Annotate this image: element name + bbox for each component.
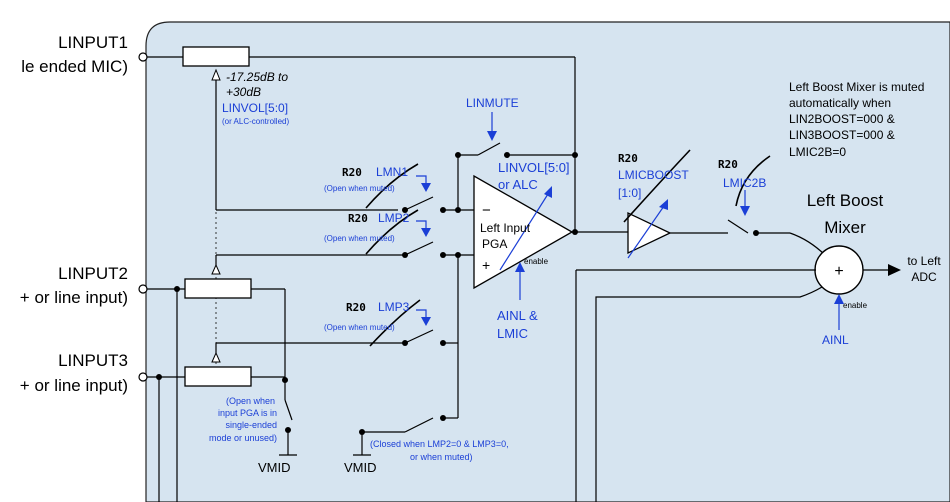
mute-note-line2: automatically when xyxy=(789,96,891,110)
linvol-note: (or ALC-controlled) xyxy=(222,117,289,126)
linmute-control xyxy=(487,112,497,141)
input-pga-triangle xyxy=(473,174,574,290)
mixer-plus: + xyxy=(834,263,843,280)
pga-label-line2: PGA xyxy=(482,237,507,251)
pga-ctrl-line1: LINVOL[5:0] xyxy=(498,160,570,175)
linput1-pga-resistor xyxy=(182,46,250,67)
boost-reg: R20 xyxy=(618,152,638,165)
lmn1-reg: R20 xyxy=(342,166,362,179)
lmp3-switch xyxy=(402,329,458,346)
linput1-wiring xyxy=(138,46,576,232)
mute-note-line5: LMIC2B=0 xyxy=(789,145,846,159)
linput1-label: LINPUT1 xyxy=(58,33,128,52)
linmute-label: LINMUTE xyxy=(466,96,519,110)
pga-minus: − xyxy=(482,202,491,219)
lmp3-note: (Open when muted) xyxy=(324,323,395,332)
linput3-subtitle: + or line input) xyxy=(20,376,128,395)
boost-gain-arrow xyxy=(627,199,668,259)
lmp3-control xyxy=(416,309,431,326)
mixer-output-line2: ADC xyxy=(911,270,937,284)
lmn1-label: LMN1 xyxy=(376,165,408,179)
linput1-subtitle: le ended MIC) xyxy=(21,57,128,76)
panel-background xyxy=(145,21,950,502)
lmp3-label: LMP3 xyxy=(378,300,410,314)
mixer-input-3 xyxy=(595,286,823,502)
lmic2b-control xyxy=(740,190,750,216)
pga-range-line1: -17.25dB to xyxy=(226,70,288,84)
closed-note-line1: (Closed when LMP2=0 & LMP3=0, xyxy=(370,439,509,449)
lmp2-label: LMP2 xyxy=(378,211,410,225)
lmp2-reg: R20 xyxy=(348,212,368,225)
mixer-enable: enable xyxy=(843,301,868,310)
adc-arrow xyxy=(888,264,901,276)
closed-note-line2: or when muted) xyxy=(410,452,473,462)
vmid-switch-right xyxy=(353,415,458,456)
pga-enable-src1: AINL & xyxy=(497,308,538,323)
lmic2b-label: LMIC2B xyxy=(723,176,766,190)
linput3-boost-resistor xyxy=(184,366,252,387)
vmid-label-right: VMID xyxy=(344,460,377,475)
pga-label-line1: Left Input xyxy=(480,221,531,235)
pga-gain-arrow xyxy=(499,186,552,271)
mixer-title-line1: Left Boost xyxy=(807,191,884,210)
strike-marks xyxy=(365,149,771,347)
linput2-boost-resistor xyxy=(184,278,252,299)
mixer-output-line1: to Left xyxy=(907,254,941,268)
linput3-label: LINPUT3 xyxy=(58,351,128,370)
pga-enable-src2: LMIC xyxy=(497,326,528,341)
vmid-note-line2: input PGA is in xyxy=(218,408,277,418)
vmid-note-line3: single-ended xyxy=(225,420,277,430)
mixer-input-2 xyxy=(575,269,816,502)
pga-plus: + xyxy=(482,257,490,273)
linmute-switch xyxy=(455,142,578,210)
lmp2-control xyxy=(416,220,431,237)
lmn1-switch xyxy=(402,196,480,213)
linvol-label: LINVOL[5:0] xyxy=(222,101,288,115)
linput2-subtitle: + or line input) xyxy=(20,288,128,307)
mixer-enable-arrow xyxy=(834,294,844,330)
boost-label-line2: [1:0] xyxy=(618,186,641,200)
lmic2b-reg: R20 xyxy=(718,158,738,171)
lmn1-note: (Open when muted) xyxy=(324,184,395,193)
mixer-title-line2: Mixer xyxy=(824,218,866,237)
pga-enable: enable xyxy=(524,257,549,266)
vmid-label-left: VMID xyxy=(258,460,291,475)
mixer-enable-src: AINL xyxy=(822,333,849,347)
mute-note-line4: LIN3BOOST=000 & xyxy=(789,128,895,142)
linput2-label: LINPUT2 xyxy=(58,264,128,283)
linput2-wiring xyxy=(138,254,405,502)
vmid-note-line4: mode or unused) xyxy=(209,433,277,443)
pga-ctrl-line2: or ALC xyxy=(498,177,538,192)
pga-enable-arrow xyxy=(515,262,525,300)
vmid-switch-left xyxy=(279,380,297,456)
lmp3-reg: R20 xyxy=(346,301,366,314)
lmp2-note: (Open when muted) xyxy=(324,234,395,243)
lmn1-control xyxy=(416,175,431,192)
pga-range-line2: +30dB xyxy=(226,85,261,99)
mute-note-line1: Left Boost Mixer is muted xyxy=(789,80,924,94)
vmid-note-line1: (Open when xyxy=(226,396,275,406)
mute-note-line3: LIN2BOOST=000 & xyxy=(789,112,895,126)
boost-label-line1: LMICBOOST xyxy=(618,168,689,182)
